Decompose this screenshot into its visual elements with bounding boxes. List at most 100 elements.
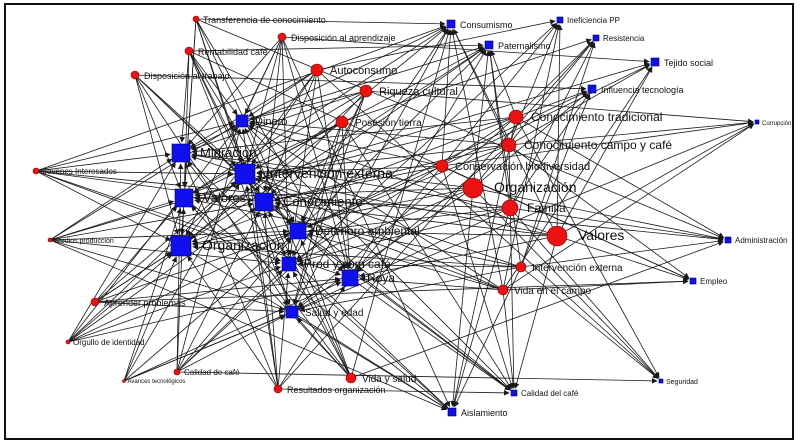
edge-deterioro-to-paternalismo [297,48,486,232]
edge-vida_campo-to-dinero [248,125,504,291]
edge-calidad_cafe_red-to-salud_edad [176,315,286,373]
edge-conoc_campo-to-consumismo [453,28,510,146]
node-marker-rentabilidad [184,46,194,56]
node-jovenes: Jovenes Interesados [32,167,117,176]
node-marker-ineficiencia [556,16,564,24]
edge-conocimiento_blue-to-paternalismo [263,48,485,203]
node-label-valores-red: Valores [578,227,624,243]
node-calidad-cafe-red: Calidad de café [173,368,240,377]
node-marker-autoconsumo [310,63,324,77]
node-marker-dinero [235,114,249,128]
node-disposicion-aprendizaje: Disposición al aprendizaje [277,32,396,43]
edge-aprender-to-salud_edad [94,301,285,315]
node-marker-posesion [335,115,349,129]
edge-orgullo-to-organizacion_blue [67,253,173,343]
node-label-conoc-trad: Conocimiento tradicional [531,110,662,124]
edge-interv_ext_blue-to-paternalismo [244,47,485,175]
edge-rentabilidad-to-migracion [179,50,190,143]
node-marker-valores-red [546,225,568,247]
edge-conoc_campo-to-conocimiento_blue [274,144,510,202]
node-label-interv-ext-red: Intervención externa [532,263,623,274]
edge-familia-to-aislamiento [452,207,511,407]
edge-disposicion_trabajo-to-interv_ext_blue [134,74,237,167]
edge-organizacion_red-to-migracion [191,152,474,189]
node-label-jovenes: Jovenes Interesados [43,167,117,176]
edge-roya-to-calidad_cafe_blue [349,277,511,391]
node-marker-transferencia [192,15,200,23]
edge-conoc_campo-to-tejido [508,64,651,146]
node-empleo: Empleo [689,277,728,286]
node-marker-influencia [587,84,597,94]
edge-resultados_org-to-resistencia [277,41,594,390]
edge-organizacion_blue-to-aislamiento [180,245,448,410]
node-marker-organizacion-red [462,177,484,199]
node-label-organizacion-blue: Organización [202,237,285,253]
edge-jovenes-to-interv_ext_blue [35,170,234,177]
edge-vida_campo-to-deterioro [307,232,504,291]
edge-jovenes-to-consumismo [35,25,446,172]
edge-conoc_campo-to-empleo [508,144,690,279]
node-marker-aprender [90,297,100,307]
node-calidad-cafe-blue: Calidad del café [510,389,579,398]
edge-conservacion-to-roya [355,165,443,271]
node-marker-resistencia [592,34,600,42]
node-marker-valores-blue [174,188,194,208]
node-marker-seguridad [658,378,664,384]
edge-interv_ext_red-to-organizacion_blue [192,244,522,268]
node-marker-administracion [724,236,732,244]
edge-dinero-to-calidad_cafe_blue [241,120,511,390]
edge-familia-to-resistencia [509,41,595,209]
edge-medios-to-dinero [49,124,236,241]
node-marker-interv-ext-red [515,261,527,273]
edge-conoc_trad-to-influencia [515,90,587,118]
node-ineficiencia: Ineficiencia PP [556,16,620,25]
edge-disposicion_aprendizaje-to-interv_ext_blue [246,36,283,163]
node-label-rentabilidad: Rentabilidad café [198,47,268,57]
node-disposicion-trabajo: Disposición al trabajo [130,70,230,81]
node-familia: Familia [501,199,566,217]
edge-conoc_campo-to-corrupcion [508,120,754,146]
edge-jovenes-to-organizacion_blue [35,170,171,241]
node-label-interv-ext-blue: Intervención externa [266,165,393,181]
node-label-familia: Familia [527,201,566,215]
edge-autoconsumo-to-roya [316,69,351,269]
node-label-riqueza: Riqueza cultural [379,86,458,98]
edge-conoc_trad-to-prod_com [296,116,517,260]
edge-autoconsumo-to-interv_ext_blue [251,69,318,165]
edge-conservacion-to-ineficiencia [441,23,558,167]
edge-valores_red-to-corrupcion [556,123,755,237]
node-marker-organizacion-blue [170,235,192,257]
node-label-influencia: Influencia tecnología [601,85,684,95]
edge-jovenes-to-migracion [35,152,171,172]
node-salud-edad: Salud y edad [285,305,363,319]
node-marker-migracion [171,143,191,163]
edge-migracion-to-aislamiento [180,152,449,409]
node-label-calidad-cafe-red: Calidad de café [184,368,240,377]
node-valores-blue: Valores [174,188,247,208]
edge-conoc_trad-to-organizacion_blue [191,116,517,243]
node-interv-ext-red: Intervención externa [515,261,623,274]
edge-interv_ext_red-to-seguridad [520,266,659,379]
node-label-transferencia: Transferencia de conocimiento [203,15,326,25]
edge-salud_edad-to-aislamiento [291,311,448,410]
node-aprender: Aprender problemas [90,297,186,308]
edge-orgullo-to-conocimiento_blue [67,208,256,343]
edge-vida_campo-to-corrupcion [502,123,755,291]
edge-familia-to-prod_com [297,207,511,264]
edge-transferencia-to-salud_edad [195,18,291,305]
edge-organizacion_red-to-aislamiento [450,187,474,407]
node-marker-empleo [689,277,697,285]
edge-medios-to-salud_edad [49,239,285,311]
node-roya: Roya [341,269,395,287]
node-marker-medios [47,237,53,243]
node-medios: Medios producción [47,237,114,245]
edge-orgullo-to-influencia [67,91,588,343]
edge-conoc_trad-to-migracion [191,116,517,155]
node-label-administracion: Administración [735,236,787,245]
node-administracion: Administración [724,236,787,245]
edge-avances-to-corrupcion [123,122,754,382]
node-marker-conservacion [435,159,449,173]
edge-posesion-to-organizacion_blue [190,121,343,240]
node-layer: Transferencia de conocimientoDisposición… [32,15,791,418]
edge-organizacion_red-to-influencia [472,92,588,189]
